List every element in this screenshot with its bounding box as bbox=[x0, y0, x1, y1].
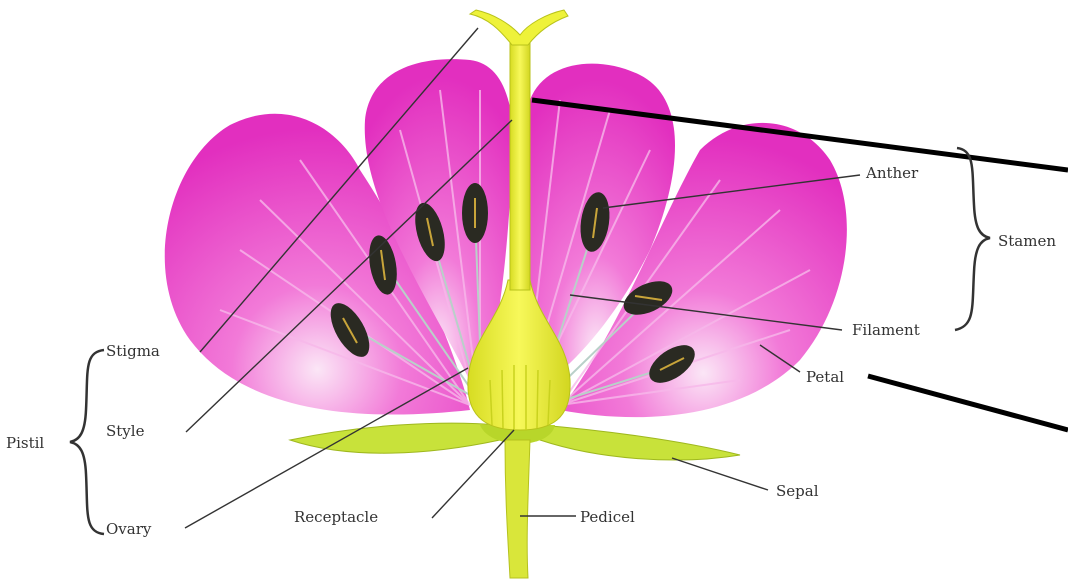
label-pistil: Pistil bbox=[6, 434, 44, 452]
label-style: Style bbox=[106, 422, 145, 440]
label-pedicel: Pedicel bbox=[580, 508, 635, 526]
label-sepal: Sepal bbox=[776, 482, 819, 500]
label-ovary: Ovary bbox=[106, 520, 152, 538]
style-shape bbox=[510, 40, 530, 290]
label-receptacle: Receptacle bbox=[294, 508, 378, 526]
stamen-brace bbox=[955, 148, 990, 330]
label-petal: Petal bbox=[806, 368, 844, 386]
sepal-leader bbox=[672, 458, 768, 490]
pointer-line-bottom bbox=[868, 376, 1068, 430]
pedicel-stem bbox=[505, 440, 530, 578]
stigma-shape bbox=[470, 10, 568, 45]
label-stigma: Stigma bbox=[106, 342, 160, 360]
label-filament: Filament bbox=[852, 321, 920, 339]
sepal-right bbox=[540, 425, 740, 460]
sepal-left bbox=[290, 423, 500, 453]
pistil-brace bbox=[70, 350, 104, 534]
label-anther: Anther bbox=[865, 164, 919, 182]
label-stamen: Stamen bbox=[998, 232, 1056, 250]
